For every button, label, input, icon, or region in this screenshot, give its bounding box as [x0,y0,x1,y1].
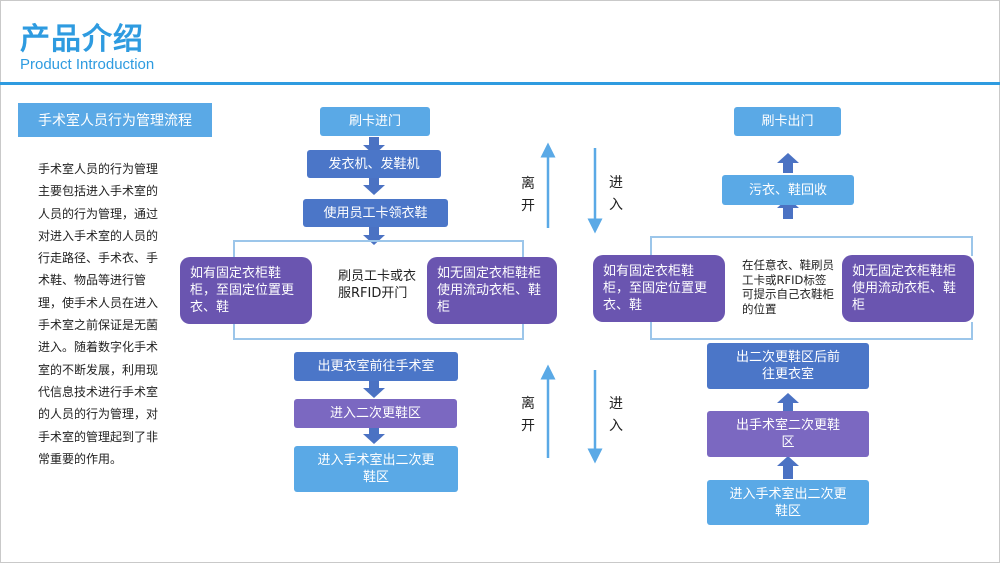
enter-label-bottom: 进入 [609,396,623,434]
branch-top-left [233,240,524,258]
fixed-cabinet-step: 如有固定衣柜鞋柜，至固定位置更衣、鞋 [180,257,312,324]
arrow-down-5 [363,427,385,444]
exit-changing-room-step: 出更衣室前往手术室 [294,352,458,381]
card-open-note: 刷员工卡或衣服RFID开门 [338,269,417,301]
page-title: 产品介绍 [20,22,144,57]
branch-bottom-right [650,322,973,340]
mobile-cabinet-step: 如无固定衣柜鞋柜使用流动衣柜、鞋柜 [427,257,557,324]
second-shoe-zone-step: 进入二次更鞋区 [294,399,457,428]
arrow-up-3 [777,393,799,411]
get-clothes-step: 使用员工卡领衣鞋 [303,199,448,227]
exit-second-zone-step: 出二次更鞋区后前往更衣室 [707,343,869,389]
leave-label-bottom: 离开 [521,396,535,434]
arrow-down-3 [363,227,385,245]
description-paragraph: 手术室人员的行为管理主要包括进入手术室的人员的行为管理，通过对进入手术室的人员的… [38,162,159,466]
branch-top-right [650,236,973,256]
arrow-up-4 [777,456,799,479]
dispenser-step: 发衣机、发鞋机 [307,150,441,178]
enter-label-top: 进入 [609,175,623,213]
exit-enter-or-step: 进入手术室出二次更鞋区 [707,480,869,525]
rfid-location-note: 在任意衣、鞋刷员工卡或RFID标签可提示自己衣鞋柜的位置 [742,258,834,316]
arrow-down-1 [363,137,385,155]
swipe-in-step: 刷卡进门 [320,107,430,136]
arrow-up-1 [777,153,799,173]
exit-or-step: 出手术室二次更鞋区 [707,411,869,457]
enter-or-step: 进入手术室出二次更鞋区 [294,446,458,492]
swipe-out-step: 刷卡出门 [734,107,841,136]
recycle-step: 污衣、鞋回收 [722,175,854,205]
branch-bottom-left [233,323,524,340]
arrow-down-2 [363,177,385,195]
exit-mobile-cabinet-step: 如无固定衣柜鞋柜使用流动衣柜、鞋柜 [842,255,974,322]
leave-label-top: 离开 [521,176,535,214]
title-divider [0,82,1000,85]
section-label: 手术室人员行为管理流程 [18,103,212,137]
page-subtitle: Product Introduction [20,56,155,73]
arrow-down-4 [363,381,385,398]
exit-fixed-cabinet-step: 如有固定衣柜鞋柜，至固定位置更衣、鞋 [593,255,725,322]
